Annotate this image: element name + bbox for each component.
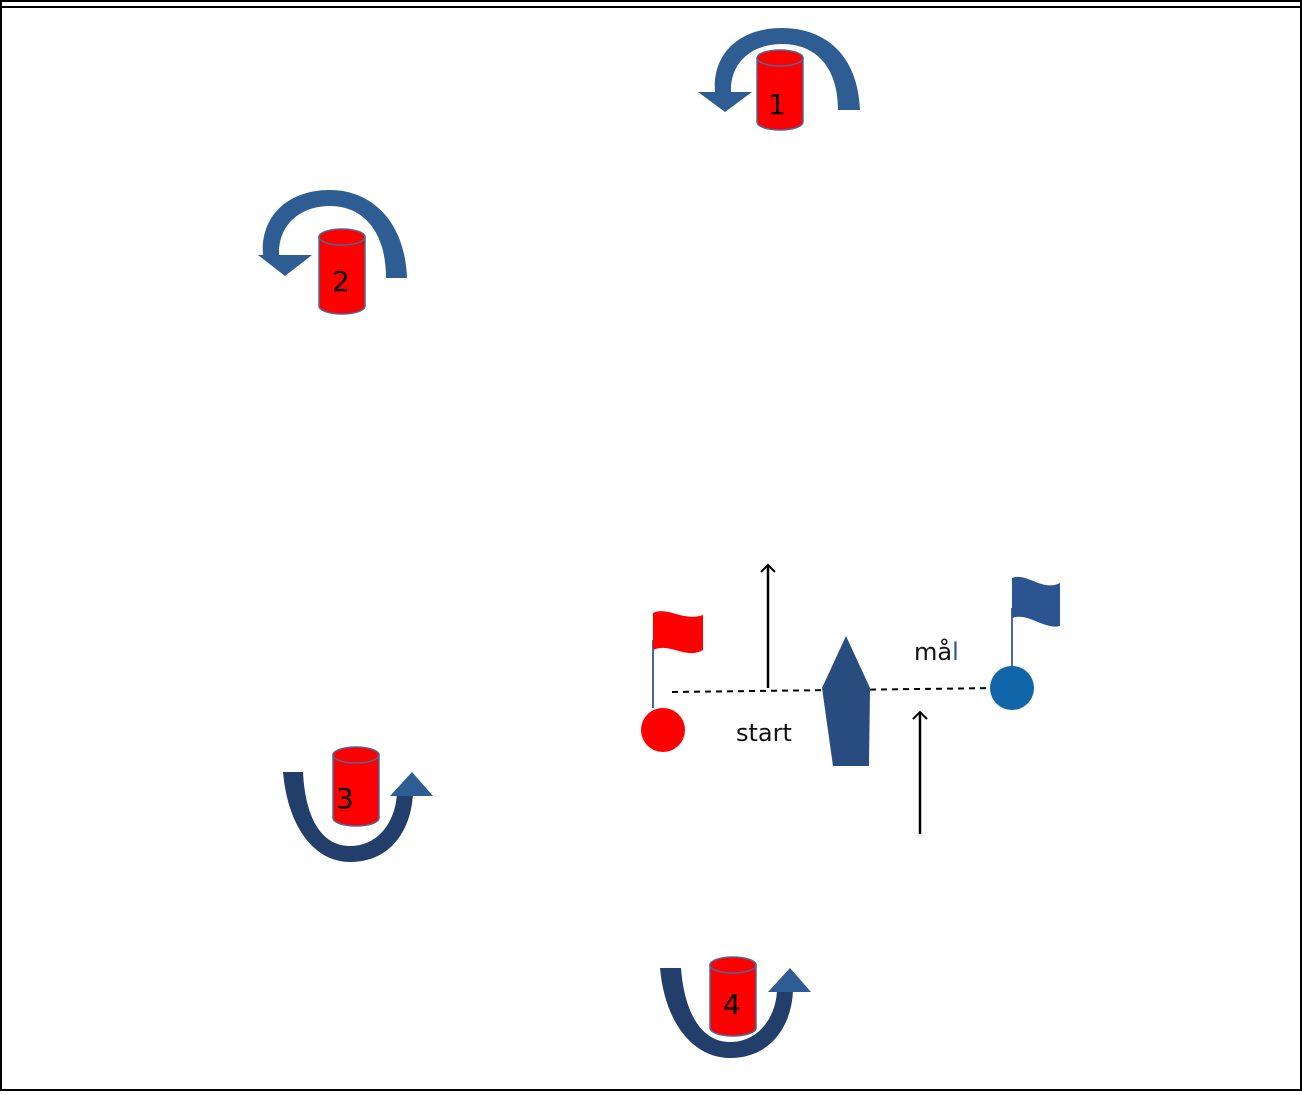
blue-buoy-icon: [990, 666, 1034, 710]
cylinder-buoy-icon: [756, 49, 804, 131]
mark-number: 4: [723, 988, 741, 1021]
mark-number: 3: [336, 782, 354, 815]
mark-4: 4: [660, 956, 811, 1058]
cylinder-buoy-icon: [318, 228, 366, 315]
blue-flag-icon: [1011, 576, 1060, 670]
rounding-arrow-icon: [258, 190, 407, 278]
mark-3: 3: [283, 746, 433, 862]
mark-number: 2: [332, 265, 350, 298]
cylinder-buoy-icon: [332, 746, 380, 827]
red-buoy-icon: [641, 708, 685, 752]
mark-2: 2: [258, 190, 407, 315]
start-label: start: [736, 719, 792, 747]
cylinder-buoy-icon: [709, 956, 757, 1037]
rounding-arrow-icon: [698, 28, 860, 112]
rounding-arrow-icon: [283, 772, 433, 862]
rounding-arrow-icon: [660, 968, 811, 1058]
start-finish-line: start mål: [641, 563, 1060, 834]
boat-icon: [822, 636, 870, 766]
red-flag-icon: [652, 611, 703, 708]
mark-number: 1: [768, 88, 786, 121]
mark-1: 1: [698, 28, 860, 131]
finish-label: mål: [914, 637, 959, 666]
